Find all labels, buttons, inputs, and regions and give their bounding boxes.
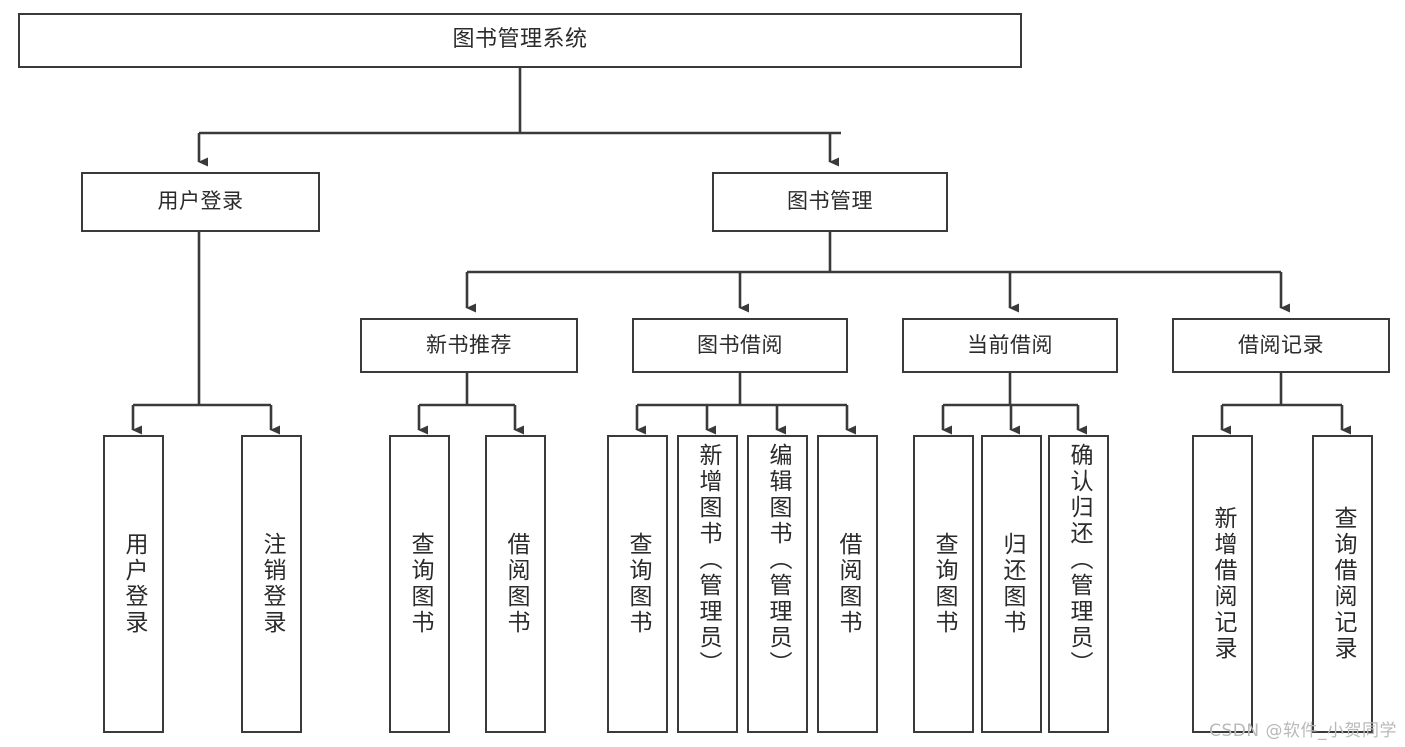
node-book-management[interactable]: 图书管理: [712, 172, 948, 232]
leaf-return-book[interactable]: 归还图书: [981, 435, 1042, 733]
node-root-label: 图书管理系统: [452, 27, 588, 53]
node-user-login-label: 用户登录: [157, 189, 244, 214]
leaf-confirm-return-admin[interactable]: 确认归还（管理员）: [1048, 435, 1109, 733]
node-user-login[interactable]: 用户登录: [81, 172, 320, 232]
leaf-query-book-recommend[interactable]: 查询图书: [389, 435, 450, 733]
leaf-query-book-recommend-label: 查询图书: [407, 532, 433, 636]
leaf-add-book-admin-label: 新增图书（管理员）: [695, 443, 721, 677]
leaf-logout[interactable]: 注销登录: [241, 435, 302, 733]
leaf-query-borrow-record-label: 查询借阅记录: [1330, 506, 1356, 662]
leaf-return-book-label: 归还图书: [999, 532, 1025, 636]
node-current-borrow[interactable]: 当前借阅: [902, 318, 1118, 373]
leaf-query-book-current[interactable]: 查询图书: [913, 435, 974, 733]
leaf-query-borrow-record[interactable]: 查询借阅记录: [1312, 435, 1373, 733]
node-borrow-record[interactable]: 借阅记录: [1172, 318, 1390, 373]
leaf-user-login-label: 用户登录: [121, 532, 147, 636]
leaf-confirm-return-admin-label: 确认归还（管理员）: [1066, 443, 1092, 677]
leaf-borrow-book-label: 借阅图书: [835, 532, 861, 636]
node-current-borrow-label: 当前借阅: [967, 332, 1053, 357]
node-root[interactable]: 图书管理系统: [18, 13, 1022, 68]
leaf-edit-book-admin-label: 编辑图书（管理员）: [765, 443, 791, 677]
node-book-borrow-label: 图书借阅: [697, 332, 783, 357]
leaf-query-book-borrow-label: 查询图书: [625, 532, 651, 636]
leaf-user-login[interactable]: 用户登录: [103, 435, 164, 733]
leaf-add-borrow-record[interactable]: 新增借阅记录: [1192, 435, 1253, 733]
node-borrow-record-label: 借阅记录: [1238, 332, 1324, 357]
watermark-text: CSDN @软件_小贺同学: [1209, 721, 1397, 741]
leaf-query-book-current-label: 查询图书: [931, 532, 957, 636]
leaf-edit-book-admin[interactable]: 编辑图书（管理员）: [747, 435, 808, 733]
leaf-borrow-book-recommend-label: 借阅图书: [503, 532, 529, 636]
node-book-borrow[interactable]: 图书借阅: [632, 318, 848, 373]
node-new-book-recommend-label: 新书推荐: [426, 332, 512, 357]
leaf-query-book-borrow[interactable]: 查询图书: [607, 435, 668, 733]
leaf-add-book-admin[interactable]: 新增图书（管理员）: [677, 435, 738, 733]
leaf-borrow-book[interactable]: 借阅图书: [817, 435, 878, 733]
leaf-borrow-book-recommend[interactable]: 借阅图书: [485, 435, 546, 733]
node-new-book-recommend[interactable]: 新书推荐: [360, 318, 578, 373]
leaf-add-borrow-record-label: 新增借阅记录: [1210, 506, 1236, 662]
leaf-logout-label: 注销登录: [259, 532, 285, 636]
node-book-management-label: 图书管理: [787, 189, 873, 214]
